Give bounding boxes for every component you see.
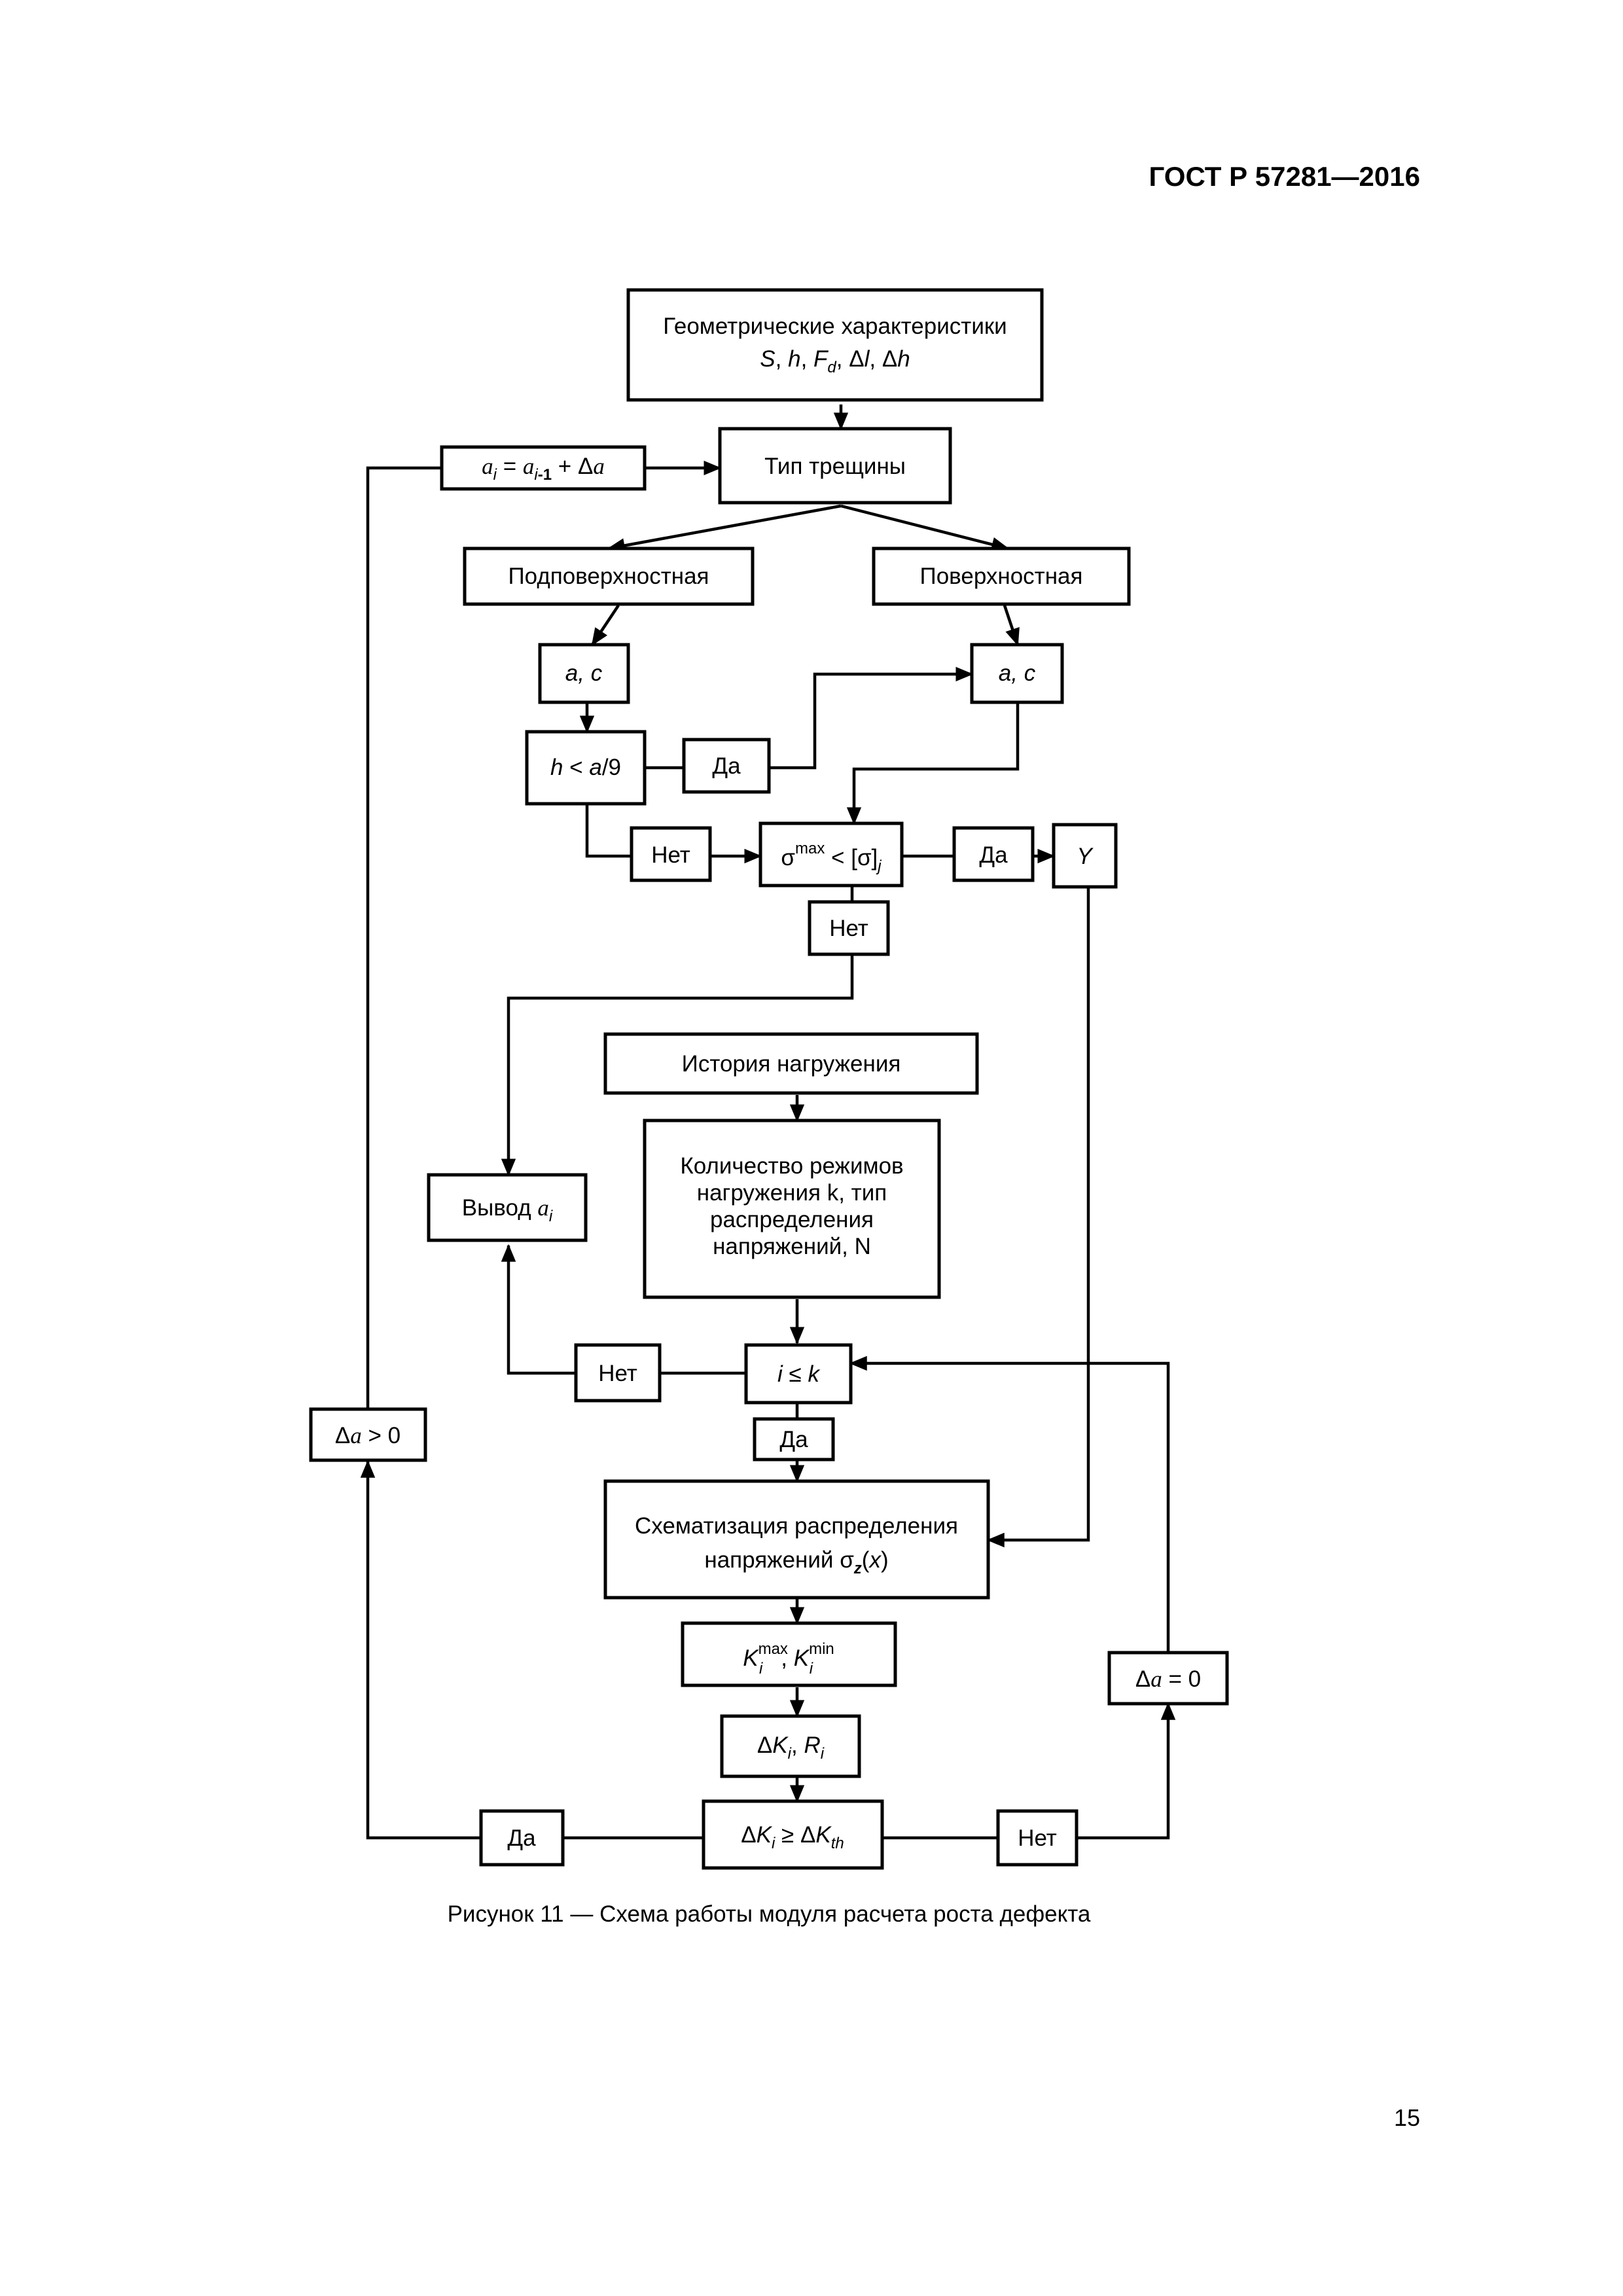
arrow-yes-to-ac-right: [769, 666, 974, 770]
line-condition-to-no: [585, 804, 632, 858]
loading-modes-line-2: нагружения k, тип: [697, 1180, 887, 1206]
arrow-type-to-subsurface: [607, 504, 842, 553]
condition-h-box: h < a/9: [525, 730, 647, 806]
no-label-2: Нет: [829, 916, 868, 941]
arrow-ac-right-to-sigma: [846, 704, 1020, 825]
loading-history-box: История нагружения: [603, 1032, 979, 1095]
arrow-no-to-delta-a-zero: [1077, 1702, 1176, 1840]
loading-modes-line-4: напряжений, N: [713, 1234, 871, 1259]
output-box: Вывод ai: [427, 1173, 588, 1242]
y-box: Y: [1052, 823, 1118, 889]
ac-left-box: a, c: [538, 643, 630, 704]
connectors: [360, 404, 1176, 1840]
loading-modes-line-3: распределения: [710, 1207, 874, 1232]
no-box-3: Нет: [574, 1343, 662, 1403]
no-label-4: Нет: [1018, 1825, 1057, 1851]
arrow-type-to-surface: [840, 504, 1010, 552]
delta-k-check-box: ΔKi ≥ ΔKth: [702, 1799, 884, 1870]
ac-right-label: a, c: [999, 660, 1036, 686]
subsurface-label: Подповерхностная: [508, 564, 709, 589]
geometry-box: Геометрические характеристики S, h, Fd, …: [626, 288, 1044, 402]
yes-box-1: Да: [682, 738, 771, 794]
delta-a-positive-label: Δa > 0: [335, 1423, 401, 1448]
yes-label-2: Да: [979, 842, 1008, 868]
yes-box-2: Да: [952, 826, 1035, 882]
delta-a-positive-box: Δa > 0: [309, 1407, 427, 1462]
arrow-subsurface-to-ac: [591, 604, 620, 646]
arrow-no-to-output: [501, 956, 854, 1177]
document-id: ГОСТ Р 57281—2016: [1149, 161, 1420, 192]
delta-k-r-box: ΔKi, Ri: [720, 1714, 861, 1778]
no-box-2: Нет: [808, 900, 890, 956]
arrow-no-to-output-up: [501, 1244, 576, 1375]
sigma-check-label: σmax < [σ]j: [781, 840, 882, 875]
condition-h-label: h < a/9: [550, 755, 621, 780]
crack-type-label: Тип трещины: [764, 454, 906, 479]
surface-box: Поверхностная: [872, 547, 1131, 606]
schematization-box: Схематизация распределения напряжений σz…: [603, 1479, 990, 1600]
arrow-y-to-schematization: [986, 887, 1090, 1548]
geometry-title: Геометрические характеристики: [663, 314, 1007, 339]
delta-k-check-label: ΔKi ≥ ΔKth: [741, 1822, 844, 1852]
i-le-k-label: i ≤ k: [777, 1361, 820, 1387]
no-box-1: Нет: [630, 826, 712, 882]
figure-caption: Рисунок 11 — Схема работы модуля расчета…: [448, 1901, 1091, 1927]
yes-label-4: Да: [507, 1825, 536, 1851]
subsurface-box: Подповерхностная: [463, 547, 755, 606]
delta-a-zero-label: Δa = 0: [1135, 1666, 1201, 1692]
loading-history-label: История нагружения: [682, 1051, 901, 1077]
i-le-k-box: i ≤ k: [744, 1343, 853, 1405]
schematization-line-1: Схематизация распределения: [635, 1513, 958, 1539]
y-label: Y: [1077, 844, 1094, 869]
surface-label: Поверхностная: [920, 564, 1083, 589]
no-label-1: Нет: [651, 842, 690, 868]
arrow-yes-to-delta-a-pos: [360, 1460, 481, 1840]
increment-box: ai = ai-1 + Δa: [440, 445, 647, 491]
no-label-3: Нет: [598, 1361, 637, 1386]
arrow-surface-to-ac: [1003, 605, 1020, 647]
delta-k-r-label: ΔKi, Ri: [757, 1732, 825, 1763]
yes-box-3: Да: [753, 1417, 835, 1462]
loading-modes-box: Количество режимов нагружения k, тип рас…: [643, 1119, 941, 1299]
ac-right-box: a, c: [970, 643, 1064, 704]
loading-modes-line-1: Количество режимов: [680, 1153, 903, 1179]
increment-formula: ai = ai-1 + Δa: [482, 454, 605, 484]
page-number: 15: [1394, 2104, 1420, 2131]
line-delta-a-pos-to-increment: [366, 466, 443, 1409]
yes-box-4: Да: [479, 1809, 565, 1867]
yes-label-1: Да: [712, 753, 741, 779]
delta-a-zero-box: Δa = 0: [1107, 1651, 1229, 1706]
yes-label-3: Да: [779, 1427, 808, 1452]
ac-left-label: a, c: [565, 660, 603, 686]
arrow-delta-a-zero-to-i-le-k: [849, 1355, 1170, 1653]
sigma-check-box: σmax < [σ]j: [758, 821, 904, 888]
crack-type-box: Тип трещины: [718, 427, 952, 505]
no-box-4: Нет: [996, 1809, 1079, 1867]
output-label: Вывод ai: [462, 1195, 553, 1225]
